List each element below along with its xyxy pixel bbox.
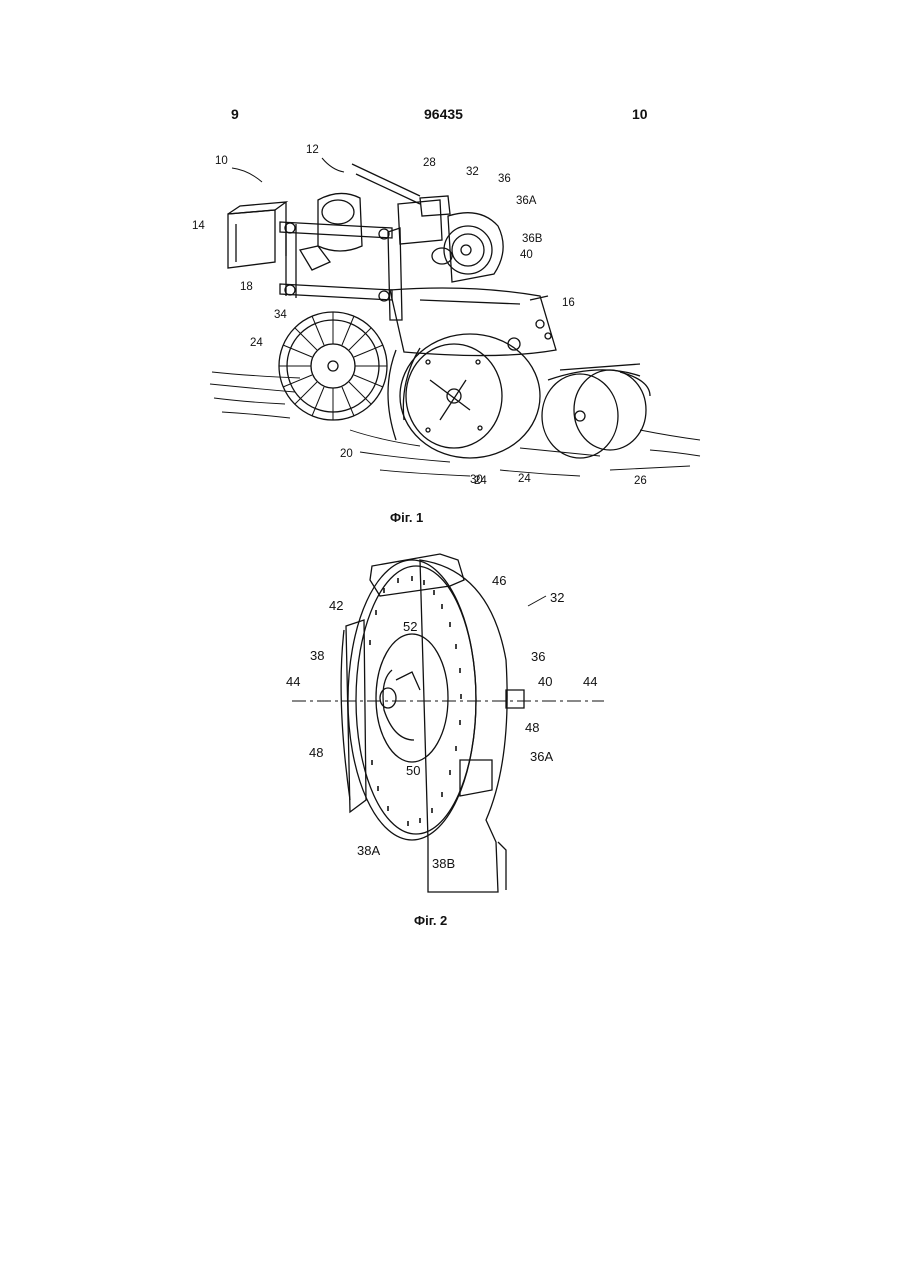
ref-label: 48 <box>309 745 323 760</box>
ref-label: 50 <box>406 763 420 778</box>
ref-label: 44 <box>286 674 300 689</box>
ref-label: 38A <box>357 843 380 858</box>
housing-36 <box>420 560 524 892</box>
ref-label: 38B <box>432 856 455 871</box>
figure-2-caption: Фіг. 2 <box>414 913 447 928</box>
housing-38 <box>341 554 464 812</box>
ref-label: 38 <box>310 648 324 663</box>
figure-2-labels: 32 36 36A 38 38A 38B 40 42 44 44 46 48 4… <box>286 573 597 871</box>
ref-label: 46 <box>492 573 506 588</box>
ref-label: 36A <box>530 749 553 764</box>
ref-label: 48 <box>525 720 539 735</box>
ref-label: 32 <box>550 590 564 605</box>
seed-disc-42 <box>348 560 476 840</box>
ref-label: 42 <box>329 598 343 613</box>
ref-label: 52 <box>403 619 417 634</box>
ref-label: 36 <box>531 649 545 664</box>
ref-label: 44 <box>583 674 597 689</box>
ref-label: 40 <box>538 674 552 689</box>
